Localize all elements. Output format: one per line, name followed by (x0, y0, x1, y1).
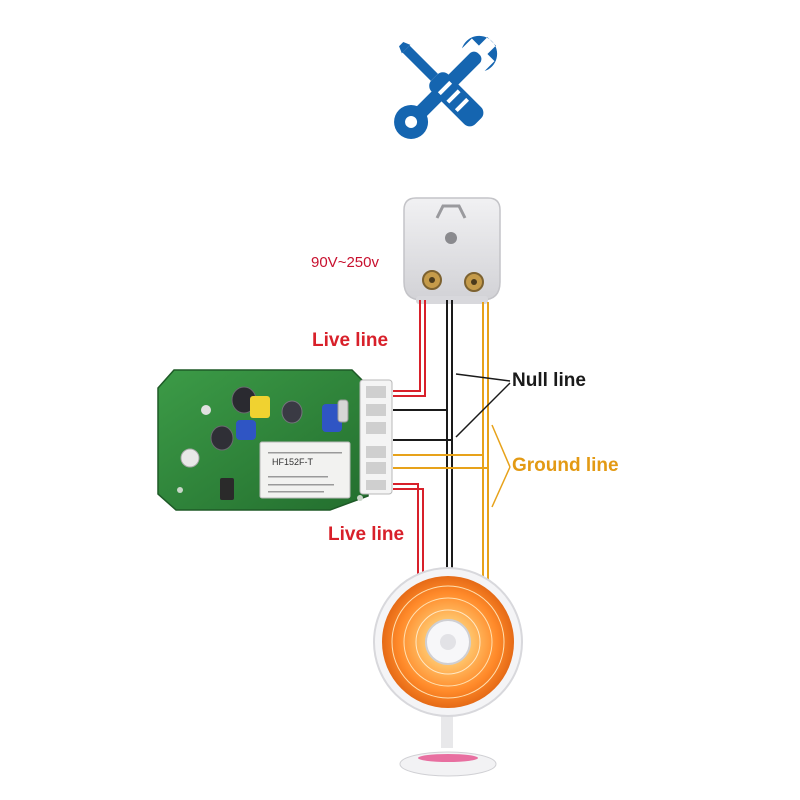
terminal-block (359, 379, 393, 495)
ground-wire (393, 302, 489, 582)
relay-part-number: HF152F-T (272, 457, 314, 467)
ground-line-pointers (491, 424, 511, 508)
null-line-label: Null line (512, 370, 586, 391)
power-plug (403, 197, 501, 304)
live-line-label-bottom: Live line (328, 524, 405, 545)
null-wire (393, 300, 453, 582)
voltage-range-label: 90V~250v (311, 254, 379, 271)
live-line-label-top: Live line (312, 330, 389, 351)
live-wire-input (393, 300, 426, 397)
heater (373, 567, 523, 777)
ground-line-label: Ground line (512, 455, 619, 476)
null-line-pointers (455, 373, 511, 438)
wrench-screwdriver-icon (394, 35, 498, 139)
live-wire-output (393, 483, 424, 582)
wires (393, 300, 511, 582)
relay-board: HF152F-T (157, 369, 393, 511)
